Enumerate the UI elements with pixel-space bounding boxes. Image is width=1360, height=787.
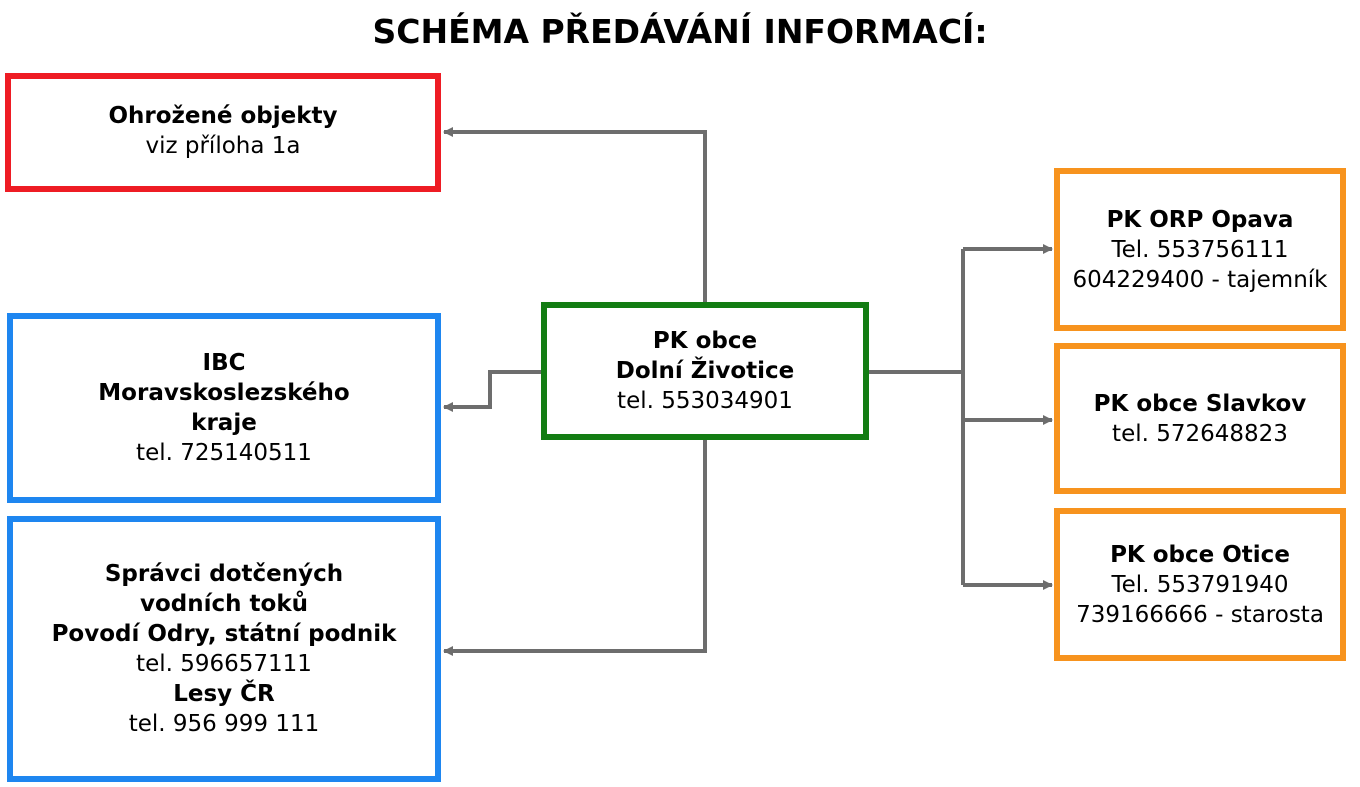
ibc-line3: kraje [191,410,257,436]
slavkov-box: PK obce Slavkov tel. 572648823 [1054,343,1346,494]
otice-phone: Tel. 553791940 [1111,571,1289,598]
arrow-to-ibc [443,370,541,412]
ibc-line1: IBC [202,350,246,376]
threatened-objects-box: Ohrožené objekty viz příloha 1a [5,73,441,192]
diagram-title: SCHÉMA PŘEDÁVÁNÍ INFORMACÍ: [372,12,988,51]
center-phone: tel. 553034901 [617,388,793,414]
center-line2: Dolní Životice [615,358,795,384]
arrow-to-water [443,440,707,656]
orp-opava-box: PK ORP Opava Tel. 553756111 604229400 - … [1054,168,1346,331]
water-line3: Povodí Odry, státní podnik [51,621,397,647]
ibc-line2: Moravskoslezského [98,380,350,406]
threatened-objects-note: viz příloha 1a [145,132,301,159]
arrow-to-threatened [443,127,707,302]
water-line2: vodních toků [140,591,308,617]
otice-title: PK obce Otice [1110,541,1290,568]
water-phone1: tel. 596657111 [136,651,312,677]
center-box: PK obce Dolní Životice tel. 553034901 [541,302,869,440]
slavkov-title: PK obce Slavkov [1093,390,1307,417]
orp-title: PK ORP Opava [1106,206,1294,233]
center-line1: PK obce [652,328,758,354]
water-phone2: tel. 956 999 111 [128,711,320,737]
water-line1: Správci dotčených [104,561,344,587]
slavkov-phone: tel. 572648823 [1112,420,1288,447]
otice-phone2: 739166666 - starosta [1076,601,1324,628]
ibc-phone: tel. 725140511 [136,440,312,466]
orp-phone: Tel. 553756111 [1111,236,1289,263]
otice-box: PK obce Otice Tel. 553791940 739166666 -… [1054,508,1346,661]
ibc-box: IBC Moravskoslezského kraje tel. 7251405… [7,313,441,503]
water-line4: Lesy ČR [173,681,275,707]
threatened-objects-title: Ohrožené objekty [108,102,338,129]
orp-phone2: 604229400 - tajemník [1072,266,1328,293]
water-managers-box: Správci dotčených vodních toků Povodí Od… [7,516,441,782]
